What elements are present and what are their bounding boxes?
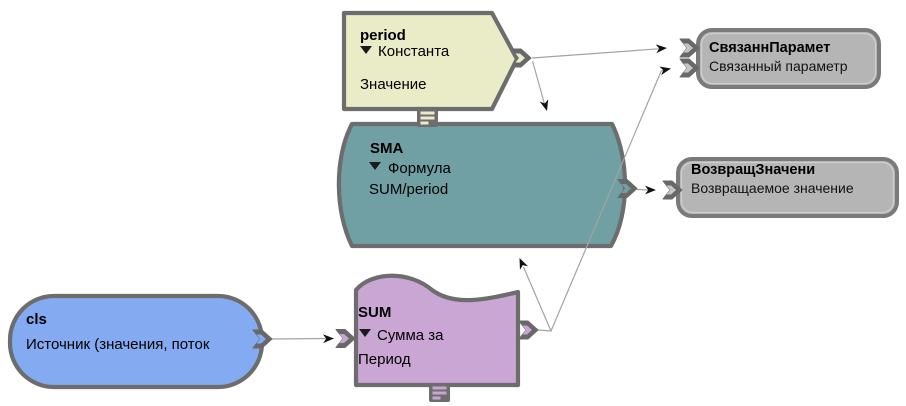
node-return-value-highlight (680, 161, 895, 214)
connector-period-to-linked-param[interactable] (531, 43, 668, 59)
sum-input-port[interactable] (335, 329, 356, 348)
period-pin-label: Значение (360, 76, 427, 93)
sum-type-label-wrap: Период (358, 351, 411, 368)
period-parameters-badge-icon[interactable] (417, 108, 438, 127)
arrowhead-icon (659, 64, 672, 76)
return-value-title: ВозвращЗначени (691, 162, 815, 178)
connector-period-to-sma[interactable] (531, 60, 552, 113)
node-sum[interactable] (353, 273, 521, 388)
node-linked-param-highlight (700, 32, 877, 85)
sma-formula-text: SUM/period (369, 181, 448, 198)
connector-cls-to-sum[interactable] (271, 334, 335, 344)
sum-title: SUM (358, 304, 391, 321)
sum-parameters-badge-icon[interactable] (429, 383, 450, 402)
sum-type-label: Сумма за (377, 327, 444, 344)
node-sma[interactable] (336, 121, 628, 249)
cls-subtitle: Источник (значения, поток (26, 336, 210, 353)
arrowhead-icon (539, 99, 552, 113)
period-dropdown-icon[interactable] (360, 46, 372, 54)
sum-dropdown-icon[interactable] (359, 329, 371, 337)
period-type-label: Константа (378, 43, 450, 60)
sma-type-label: Формула (388, 160, 451, 177)
sum-output-port[interactable] (518, 320, 539, 340)
linked-param-title: СвязаннПарамет (709, 40, 830, 56)
period-title: period (360, 27, 406, 44)
node-period[interactable] (341, 10, 520, 112)
linked-param-subtitle: Связанный параметр (709, 58, 848, 74)
connector-sma-to-return-value[interactable] (636, 185, 656, 195)
return-value-subtitle: Возвращаемое значение (691, 180, 854, 196)
connector-sum-to-linked-param[interactable] (550, 64, 672, 332)
arrowhead-icon (515, 256, 528, 270)
connector-sum-to-sma[interactable] (515, 256, 552, 332)
sma-dropdown-icon[interactable] (369, 162, 381, 170)
sma-title: SMA (370, 140, 404, 157)
cls-title: cls (26, 311, 47, 328)
node-linked-param[interactable] (696, 28, 881, 89)
